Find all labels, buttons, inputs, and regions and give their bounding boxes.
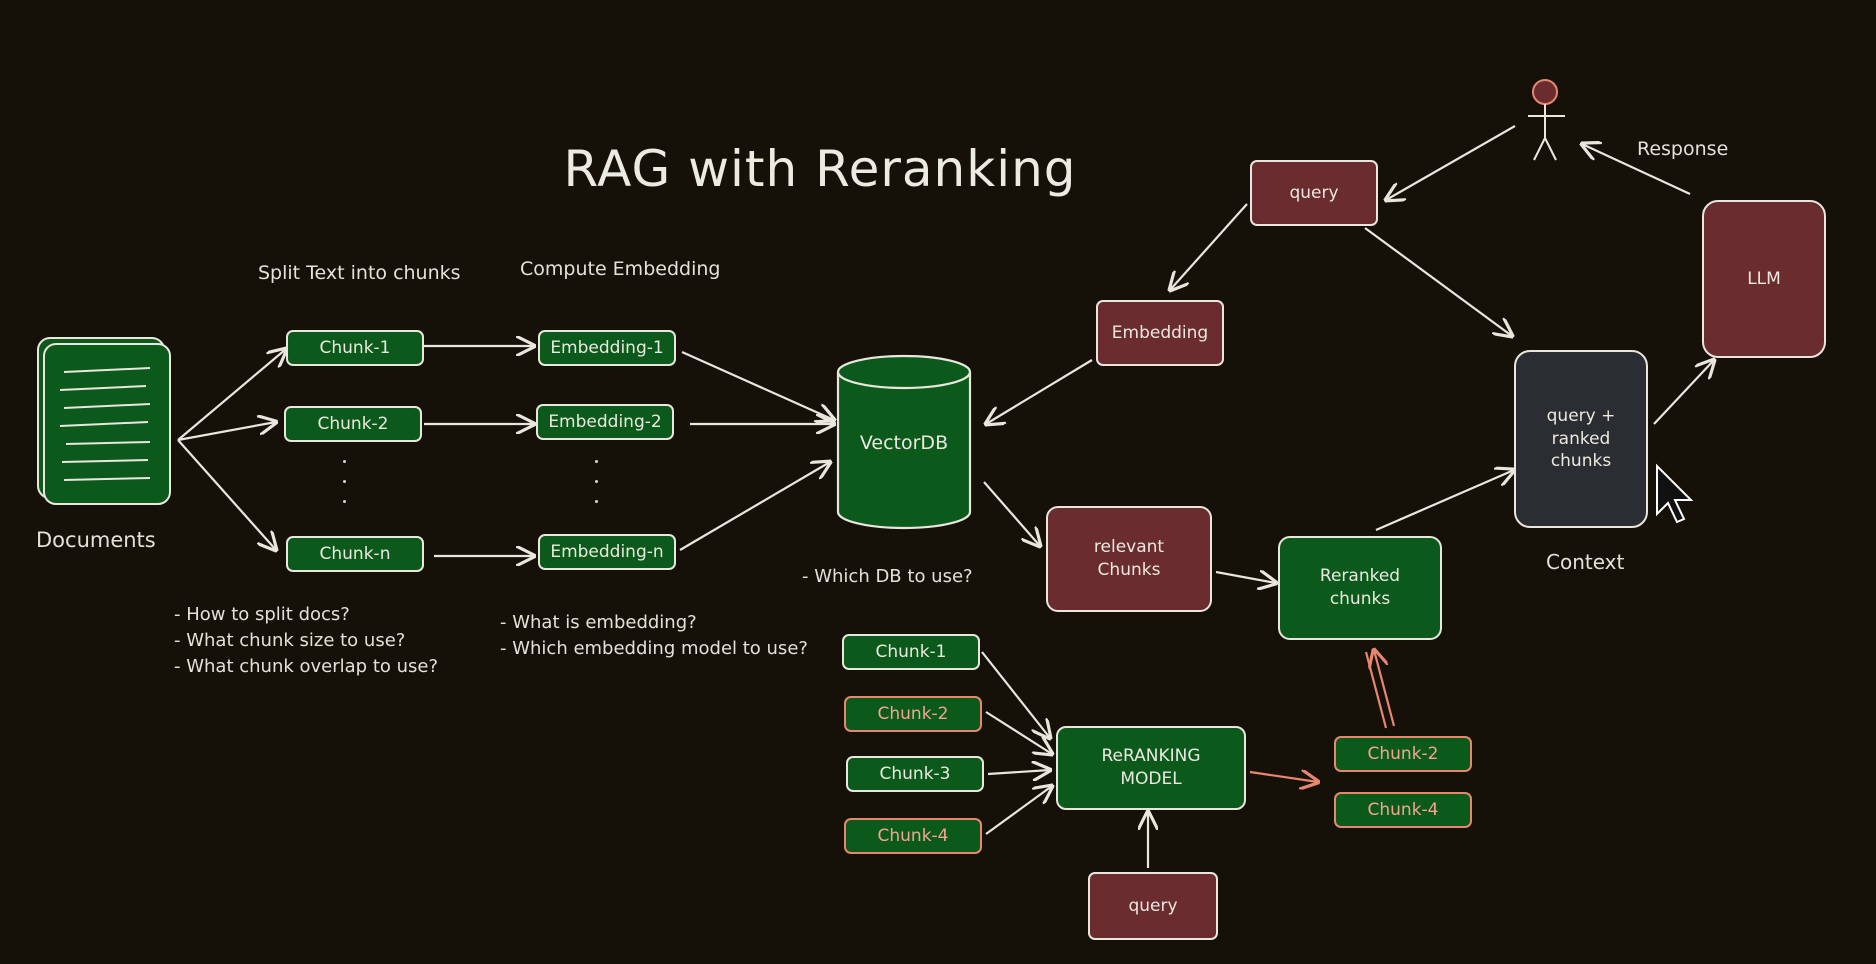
- page-title: RAG with Reranking: [563, 140, 1077, 198]
- documents-label: Documents: [36, 528, 156, 552]
- embedding-node: Embedding: [1096, 300, 1224, 366]
- relevant-chunks-node: relevant Chunks: [1046, 506, 1212, 612]
- cursor-icon: [1656, 463, 1694, 524]
- ellipsis-dots: [595, 460, 599, 520]
- arrow-model-output: [1249, 772, 1318, 782]
- arrow-reranked-combined: [1375, 470, 1514, 532]
- arrow-query-embedding: [1170, 203, 1248, 290]
- chunking-notes: - How to split docs? - What chunk size t…: [174, 604, 439, 677]
- arrow-rc4-model: [985, 786, 1052, 835]
- documents-icon: [37, 337, 171, 505]
- reranked-chunks-node: Reranked chunks: [1278, 536, 1442, 640]
- output-chunk-4: Chunk-4: [1334, 792, 1472, 828]
- embedding-1: Embedding-1: [538, 330, 676, 366]
- arrow-relevant-reranked: [1215, 572, 1276, 583]
- context-label: Context: [1546, 550, 1625, 574]
- reranking-model-node: ReRANKING MODEL: [1056, 726, 1246, 810]
- embedding-2: Embedding-2: [536, 404, 674, 440]
- split-label: Split Text into chunks: [258, 262, 461, 284]
- db-note: - Which DB to use?: [802, 566, 973, 587]
- embedding-n: Embedding-n: [538, 534, 676, 570]
- arrow-user-query: [1386, 125, 1516, 200]
- arrow-rc2-model: [985, 711, 1052, 754]
- compute-label: Compute Embedding: [520, 258, 721, 280]
- vectordb-label: VectorDB: [859, 432, 949, 454]
- arrow-doc-chunk2: [177, 422, 276, 442]
- rerank-input-chunk-1: Chunk-1: [842, 634, 980, 670]
- output-chunk-2: Chunk-2: [1334, 736, 1472, 772]
- arrow-emb1-db: [681, 350, 834, 420]
- chunk-n: Chunk-n: [286, 536, 424, 572]
- chunk-1: Chunk-1: [286, 330, 424, 366]
- rerank-input-chunk-2: Chunk-2: [844, 696, 982, 732]
- arrow-embn-db: [679, 462, 830, 551]
- user-icon: [1528, 79, 1565, 161]
- rerank-input-chunk-3: Chunk-3: [846, 756, 984, 792]
- chunk-2: Chunk-2: [284, 406, 422, 442]
- arrow-rc1-model: [981, 651, 1050, 738]
- arrow-rc3-model: [987, 770, 1050, 774]
- query-ranked-chunks-node: query + ranked chunks: [1514, 350, 1648, 528]
- rerank-input-chunk-4: Chunk-4: [844, 818, 982, 854]
- query-node: query: [1250, 160, 1378, 226]
- arrow-embedding-db: [986, 359, 1093, 424]
- arrow-llm-user: [1582, 144, 1691, 195]
- arrow-output-reranked: [1374, 650, 1396, 727]
- arrow-doc-chunkn: [177, 439, 276, 550]
- arrow-query-combined: [1364, 227, 1512, 336]
- llm-node: LLM: [1702, 200, 1826, 358]
- arrow-db-relevant: [983, 481, 1040, 546]
- arrow-doc-chunk1: [177, 349, 286, 441]
- query-bottom-node: query: [1088, 872, 1218, 940]
- ellipsis-dots: [343, 460, 347, 520]
- embedding-notes: - What is embedding? - Which embedding m…: [500, 612, 808, 659]
- response-label: Response: [1637, 138, 1729, 160]
- arrow-combined-llm: [1653, 360, 1714, 425]
- vectordb-icon: [836, 354, 972, 530]
